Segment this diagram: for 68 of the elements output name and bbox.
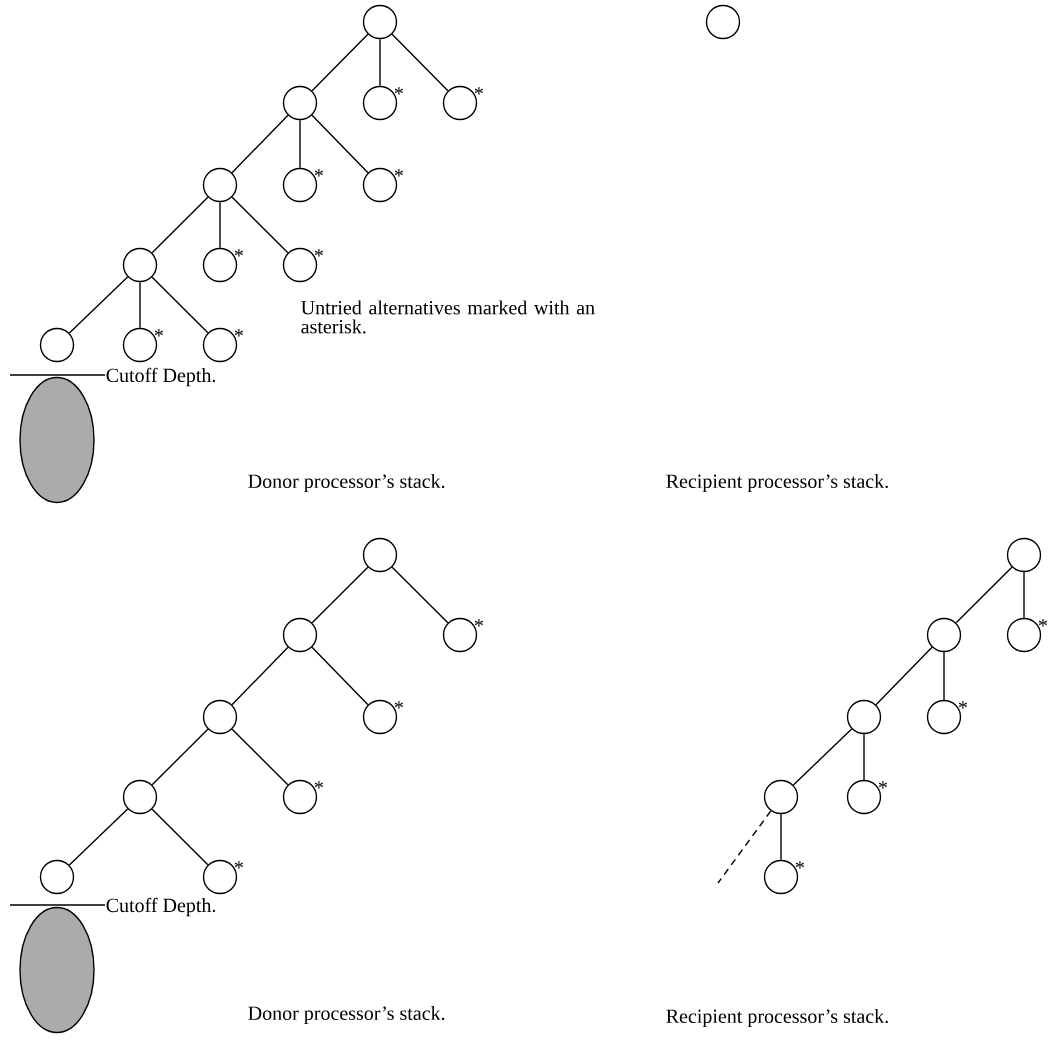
tree-node-circle bbox=[39, 859, 75, 895]
tree-node-circle bbox=[282, 617, 318, 653]
tree-edge bbox=[151, 196, 209, 254]
tree-edge bbox=[792, 728, 853, 786]
tree-edge bbox=[955, 566, 1013, 624]
tree-edge bbox=[139, 281, 141, 329]
tree-node-circle bbox=[202, 699, 238, 735]
tree-edge bbox=[151, 808, 209, 866]
tree-edge bbox=[231, 646, 289, 706]
cutoff-label: Cutoff Depth. bbox=[106, 367, 216, 387]
tree-edge bbox=[299, 119, 301, 169]
asterisk: * bbox=[878, 781, 887, 789]
tree-edge bbox=[1023, 571, 1025, 619]
stack-caption: Donor processor’s stack. bbox=[248, 473, 445, 493]
tree-node-circle bbox=[122, 247, 158, 283]
tree-edge bbox=[780, 813, 782, 861]
stack-ellipse bbox=[19, 906, 95, 1034]
tree-node-circle bbox=[362, 537, 398, 573]
tree-node-circle bbox=[282, 85, 318, 121]
asterisk: * bbox=[474, 87, 483, 95]
asterisk: * bbox=[234, 861, 243, 869]
asterisk: * bbox=[314, 249, 323, 257]
asterisk: * bbox=[795, 861, 804, 869]
tree-edge bbox=[219, 201, 221, 249]
tree-edge bbox=[717, 810, 772, 884]
tree-node-circle bbox=[122, 779, 158, 815]
asterisk: * bbox=[234, 329, 243, 337]
stack-caption: Recipient processor’s stack. bbox=[666, 1008, 888, 1028]
tree-edge bbox=[943, 651, 945, 701]
asterisk: * bbox=[474, 619, 483, 627]
tree-edge bbox=[68, 276, 129, 334]
tree-edge bbox=[231, 114, 289, 174]
tree-edge bbox=[311, 646, 369, 706]
tree-edge bbox=[231, 196, 289, 254]
asterisk: * bbox=[1038, 619, 1047, 627]
asterisk: * bbox=[394, 701, 403, 709]
asterisk: * bbox=[234, 249, 243, 257]
tree-edge bbox=[391, 566, 449, 624]
tree-node-circle bbox=[39, 327, 75, 363]
asterisk: * bbox=[394, 169, 403, 177]
tree-node-circle bbox=[705, 4, 741, 40]
stack-ellipse bbox=[19, 376, 95, 504]
tree-edge bbox=[391, 33, 449, 92]
tree-node-circle bbox=[1006, 537, 1042, 573]
tree-edge bbox=[311, 566, 369, 624]
asterisk: * bbox=[394, 87, 403, 95]
tree-edge bbox=[311, 114, 369, 174]
asterisk: * bbox=[958, 701, 967, 709]
tree-node-circle bbox=[202, 167, 238, 203]
tree-edge bbox=[863, 733, 865, 781]
cutoff-label: Cutoff Depth. bbox=[106, 897, 216, 917]
stack-caption: Donor processor’s stack. bbox=[248, 1005, 445, 1025]
stack-caption: Recipient processor’s stack. bbox=[666, 473, 888, 493]
tree-node-circle bbox=[926, 617, 962, 653]
asterisk: * bbox=[314, 781, 323, 789]
tree-edge bbox=[151, 276, 209, 334]
tree-edge bbox=[151, 728, 209, 786]
note-text: Untried alternatives marked with an asterisk. bbox=[301, 300, 595, 334]
tree-edge bbox=[875, 646, 933, 706]
tree-edge bbox=[68, 808, 129, 866]
asterisk: * bbox=[154, 329, 163, 337]
tree-edge bbox=[231, 728, 289, 786]
asterisk: * bbox=[314, 169, 323, 177]
tree-node-circle bbox=[846, 699, 882, 735]
tree-node-circle bbox=[763, 779, 799, 815]
tree-edge bbox=[311, 33, 369, 92]
tree-edge bbox=[379, 38, 381, 87]
tree-node-circle bbox=[362, 4, 398, 40]
